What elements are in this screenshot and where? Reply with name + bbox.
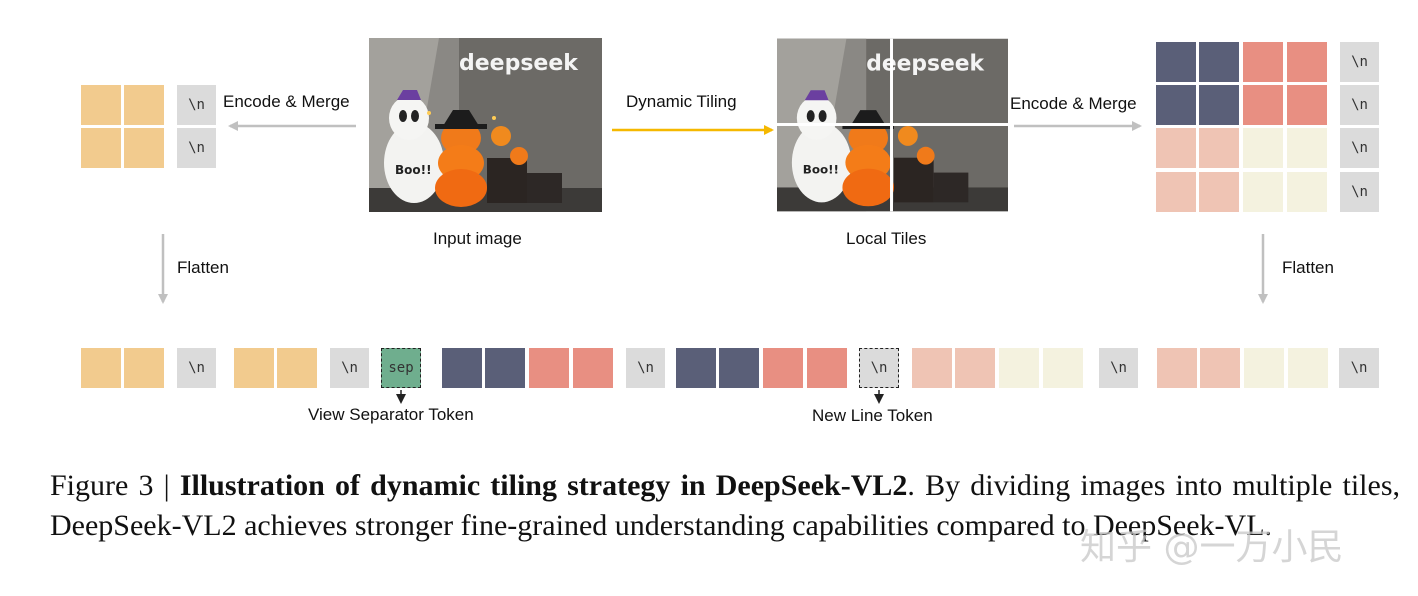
local-token (1243, 172, 1283, 212)
local-tiles-label: Local Tiles (846, 229, 927, 248)
local-token (1199, 172, 1239, 212)
seq-token (912, 348, 952, 388)
encode-merge-left-label: Encode & Merge (223, 92, 350, 111)
local-token (1156, 42, 1196, 82)
local-tiles-image: deepseek Boo!! (777, 38, 1008, 212)
flatten-right-label: Flatten (1282, 258, 1334, 277)
newline-token: \n (626, 348, 665, 388)
new-line-label: New Line Token (812, 406, 933, 425)
local-token (1156, 85, 1196, 125)
seq-token (999, 348, 1039, 388)
caption-bold: Illustration of dynamic tiling strategy … (179, 469, 908, 502)
seq-token (719, 348, 759, 388)
newline-token: \n (177, 128, 216, 168)
seq-token (529, 348, 569, 388)
sep-token: sep (381, 348, 421, 388)
seq-token (234, 348, 274, 388)
input-image: deepseek Boo!! (369, 38, 602, 212)
seq-token (676, 348, 716, 388)
view-separator-label: View Separator Token (308, 405, 474, 424)
seq-token (955, 348, 995, 388)
tile-divider-horizontal (777, 123, 1008, 126)
local-token (1156, 172, 1196, 212)
local-token (1199, 128, 1239, 168)
newline-token: \n (1339, 348, 1379, 388)
seq-token (277, 348, 317, 388)
seq-token (573, 348, 613, 388)
global-token (81, 128, 121, 168)
seq-token (1043, 348, 1083, 388)
brand-text: deepseek (459, 51, 579, 76)
seq-token (81, 348, 121, 388)
newline-token: \n (1099, 348, 1138, 388)
global-token (81, 85, 121, 125)
newline-token: \n (177, 85, 216, 125)
seq-token (124, 348, 164, 388)
encode-merge-right-label: Encode & Merge (1010, 94, 1137, 113)
local-token (1287, 42, 1327, 82)
boo-text: Boo!! (803, 163, 839, 177)
seq-token (1288, 348, 1328, 388)
newline-token: \n (1340, 128, 1379, 168)
caption-prefix: Figure 3 | (50, 469, 180, 502)
local-token (1243, 85, 1283, 125)
input-image-label: Input image (433, 229, 522, 248)
seq-token (1244, 348, 1284, 388)
local-token (1199, 85, 1239, 125)
highlighted-newline-token: \n (859, 348, 899, 388)
global-token (124, 85, 164, 125)
local-token (1199, 42, 1239, 82)
seq-token (763, 348, 803, 388)
arrows-layer (158, 121, 1268, 404)
boo-text: Boo!! (395, 163, 432, 177)
seq-token (485, 348, 525, 388)
newline-token: \n (1340, 85, 1379, 125)
local-token (1243, 128, 1283, 168)
seq-token (807, 348, 847, 388)
seq-token (1157, 348, 1197, 388)
newline-token: \n (1340, 42, 1379, 82)
local-token (1287, 85, 1327, 125)
seq-token (1200, 348, 1240, 388)
newline-token: \n (1340, 172, 1379, 212)
watermark: 知乎 @一万小民 (1080, 527, 1344, 568)
caption-rest: . By dividing images into multiple tiles… (50, 469, 1400, 542)
local-token (1156, 128, 1196, 168)
local-token (1287, 128, 1327, 168)
local-token (1243, 42, 1283, 82)
global-token (124, 128, 164, 168)
local-token (1287, 172, 1327, 212)
seq-token (442, 348, 482, 388)
brand-text: deepseek (866, 51, 984, 76)
figure-caption: Figure 3 | Illustration of dynamic tilin… (50, 466, 1400, 546)
newline-token: \n (177, 348, 216, 388)
flatten-left-label: Flatten (177, 258, 229, 277)
newline-token: \n (330, 348, 369, 388)
dynamic-tiling-label: Dynamic Tiling (626, 92, 737, 111)
